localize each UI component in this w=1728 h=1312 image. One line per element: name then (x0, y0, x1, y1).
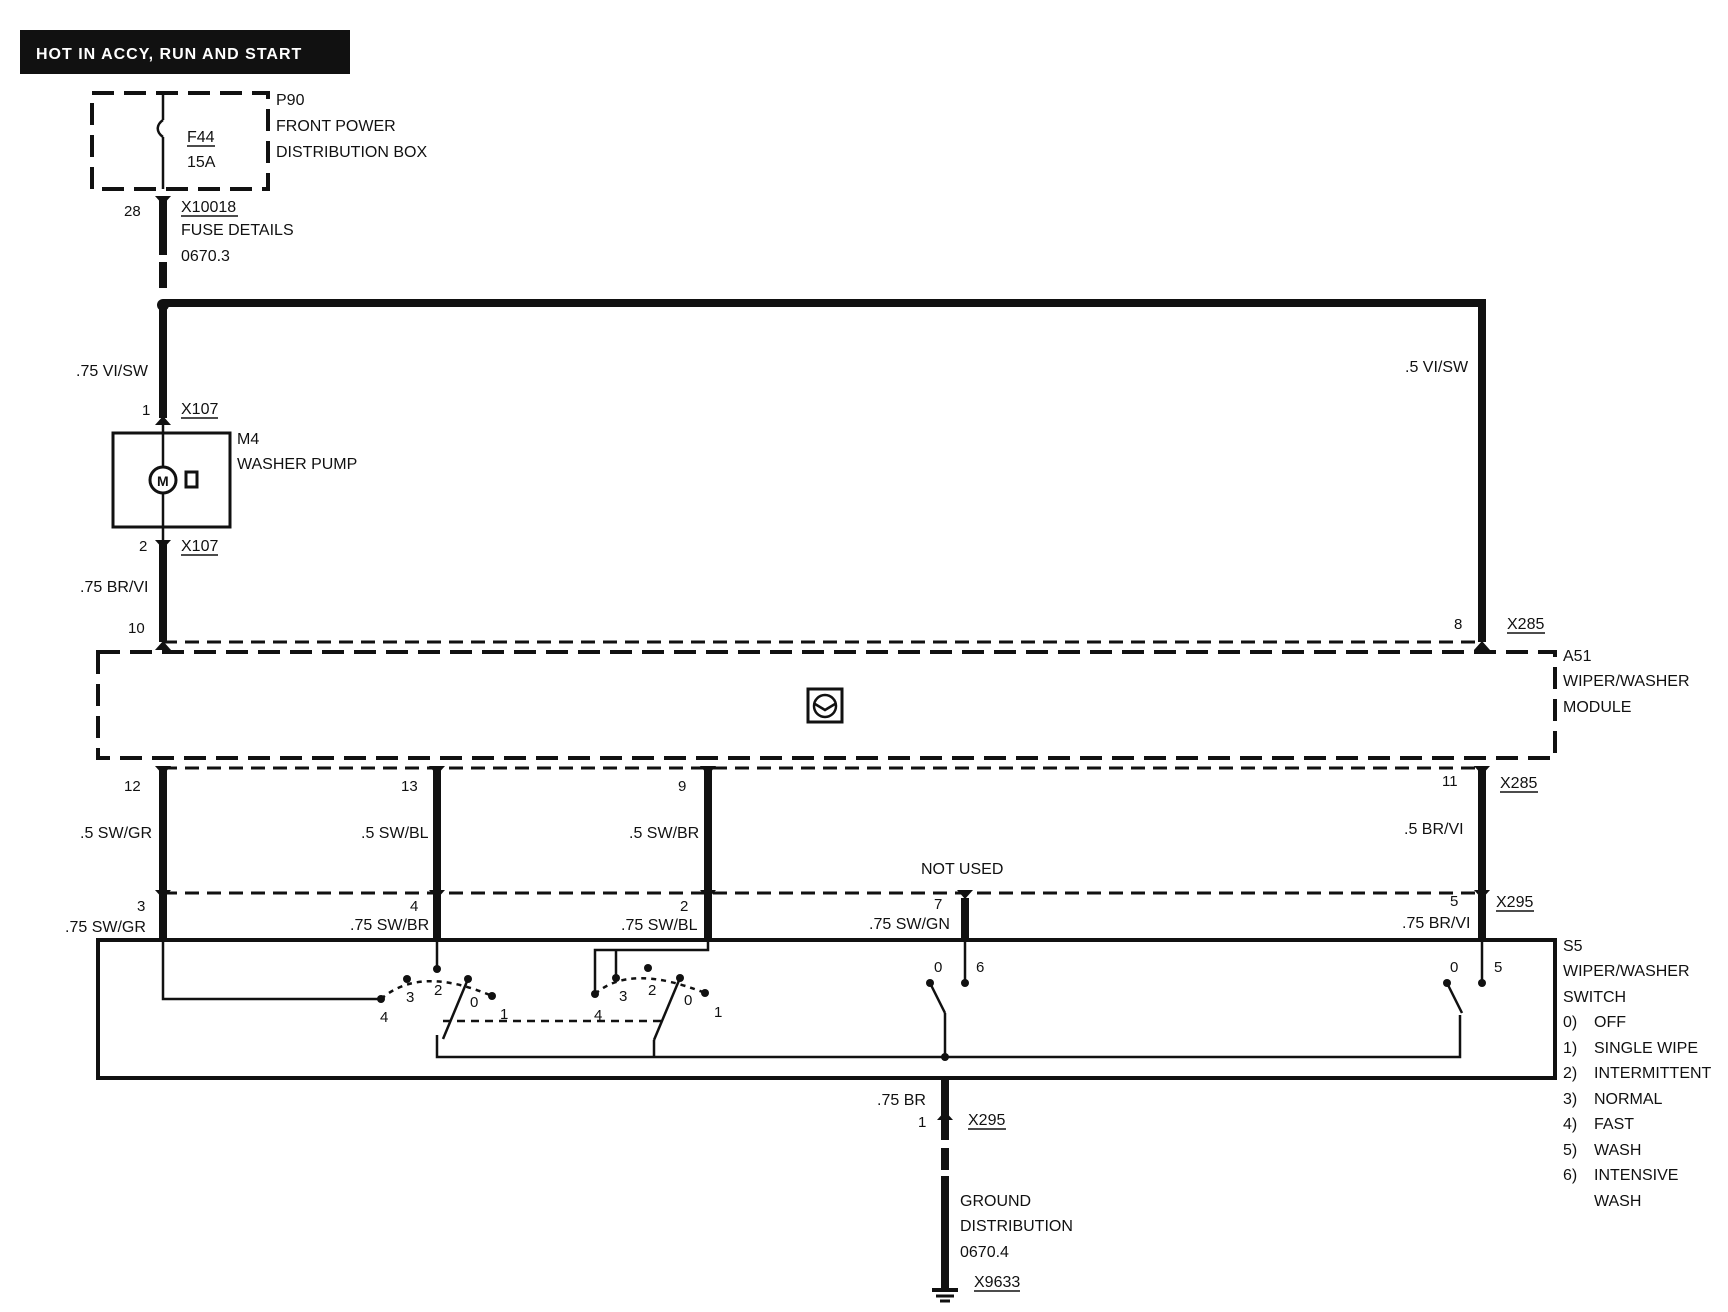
fuse-rating: 15A (187, 154, 216, 171)
a51-id: A51 (1563, 648, 1592, 665)
a51-pin-8: 8 (1454, 616, 1462, 633)
legend-num-1: 1) (1563, 1040, 1577, 1057)
s5-id: S5 (1563, 938, 1583, 955)
legend-text-3: NORMAL (1594, 1091, 1663, 1108)
sw2-pos-3: 3 (619, 988, 627, 1005)
x295-pin-5: 5 (1450, 893, 1458, 910)
sw2-pos-0: 0 (684, 992, 692, 1009)
m4-name: WASHER PUMP (237, 456, 357, 473)
sw1-pos-4: 4 (380, 1009, 388, 1026)
x107-bottom-pin-2: 2 (139, 538, 147, 555)
wire-label-br-vi-pump: .75 BR/VI (80, 579, 148, 596)
fuse-id: F44 (187, 129, 215, 146)
x295-pin-3: 3 (137, 898, 145, 915)
not-used-label: NOT USED (921, 861, 1003, 878)
header-title: HOT IN ACCY, RUN AND START (36, 46, 302, 63)
p90-name-line1: FRONT POWER (276, 118, 396, 135)
x107-bottom-label: X107 (181, 538, 218, 555)
x295-pin-2: 2 (680, 898, 688, 915)
wire-label-sw-gn-bottom: .75 SW/GN (869, 916, 950, 933)
s5-name-line1: WIPER/WASHER (1563, 963, 1690, 980)
legend-text-5: WASH (1594, 1142, 1641, 1159)
x285-bottom-label: X285 (1500, 775, 1537, 792)
x10018-pin-28: 28 (124, 203, 141, 220)
s5-name-line2: SWITCH (1563, 989, 1626, 1006)
p90-id: P90 (276, 92, 305, 109)
legend-num-3: 3) (1563, 1091, 1577, 1108)
fuse-details-ref-line2: 0670.3 (181, 248, 230, 265)
sw3-pos-0: 0 (934, 959, 942, 976)
legend-text-2: INTERMITTENT (1594, 1065, 1712, 1082)
a51-pin-12: 12 (124, 778, 141, 795)
a51-pin-9: 9 (678, 778, 686, 795)
legend-text-1: SINGLE WIPE (1594, 1040, 1698, 1057)
wire-label-sw-gr-bottom: .75 SW/GR (65, 919, 146, 936)
fuse-details-ref-line1: FUSE DETAILS (181, 222, 294, 239)
ground-circuit: .75 BR 1 X295 GROUND DISTRIBUTION 0670.4… (877, 1078, 1073, 1303)
ground-distribution-line2: DISTRIBUTION (960, 1218, 1073, 1235)
m4-washer-pump: 1 X107 M M4 WASHER PUMP 2 X107 (111, 401, 357, 556)
wire-label-vi-sw-left: .75 VI/SW (76, 363, 149, 380)
sw1-pos-1: 1 (500, 1006, 508, 1023)
header-banner: HOT IN ACCY, RUN AND START (20, 30, 350, 74)
x295-ground-label: X295 (968, 1112, 1005, 1129)
s5-wiper-washer-switch: 4 3 2 0 1 4 3 2 0 1 0 6 0 (96, 938, 1712, 1210)
x295-pin-7: 7 (934, 896, 942, 913)
wire-label-sw-bl-bottom: .75 SW/BL (621, 917, 698, 934)
legend-num-2: 2) (1563, 1065, 1577, 1082)
a51-pin-10: 10 (128, 620, 145, 637)
p90-name-line2: DISTRIBUTION BOX (276, 144, 427, 161)
a51-name-line2: MODULE (1563, 699, 1631, 716)
switch-legend: 0) OFF 1) SINGLE WIPE 2) INTERMITTENT 3)… (1563, 1014, 1712, 1210)
x10018-label: X10018 (181, 199, 236, 216)
x295-pin-4: 4 (410, 898, 418, 915)
a51-name-line1: WIPER/WASHER (1563, 673, 1690, 690)
a51-pin-11: 11 (1442, 773, 1458, 790)
ground-distribution-line3: 0670.4 (960, 1244, 1009, 1261)
sw3-pos-6: 6 (976, 959, 984, 976)
legend-num-6: 6) (1563, 1167, 1577, 1184)
sw4-pos-0: 0 (1450, 959, 1458, 976)
wire-label-br-vi-bottom: .75 BR/VI (1402, 915, 1470, 932)
wire-label-br-vi-top: .5 BR/VI (1404, 821, 1464, 838)
wire-label-sw-br-bottom: .75 SW/BR (350, 917, 429, 934)
x295-connector-row: NOT USED 3 4 2 7 5 X295 (137, 861, 1534, 915)
sw1-pos-3: 3 (406, 989, 414, 1006)
wire-label-sw-gr-top: .5 SW/GR (80, 825, 152, 842)
legend-text-7: WASH (1594, 1193, 1641, 1210)
sw1-pos-2: 2 (434, 982, 442, 999)
wire-label-sw-br-top: .5 SW/BR (629, 825, 699, 842)
x285-top-label: X285 (1507, 616, 1544, 633)
legend-num-0: 0) (1563, 1014, 1577, 1031)
x107-top-label: X107 (181, 401, 218, 418)
m4-id: M4 (237, 431, 259, 448)
legend-text-0: OFF (1594, 1014, 1626, 1031)
sw2-pos-4: 4 (594, 1007, 602, 1024)
sw4-pos-5: 5 (1494, 959, 1502, 976)
wire-label-sw-bl-top: .5 SW/BL (361, 825, 429, 842)
sw2-pos-2: 2 (648, 982, 656, 999)
motor-letter: M (157, 473, 169, 489)
legend-num-5: 5) (1563, 1142, 1577, 1159)
sw1-pos-0: 0 (470, 994, 478, 1011)
p90-power-distribution-box: F44 15A P90 FRONT POWER DISTRIBUTION BOX (90, 91, 427, 191)
legend-text-6: INTENSIVE (1594, 1167, 1678, 1184)
x10018-connector: 28 X10018 FUSE DETAILS 0670.3 (124, 199, 294, 265)
x295-ground-pin-1: 1 (918, 1114, 926, 1131)
legend-text-4: FAST (1594, 1116, 1634, 1133)
x107-top-pin-1: 1 (142, 402, 150, 419)
wire-label-br-ground: .75 BR (877, 1092, 926, 1109)
sw2-pos-1: 1 (714, 1004, 722, 1021)
legend-num-4: 4) (1563, 1116, 1577, 1133)
wire-label-vi-sw-right: .5 VI/SW (1405, 359, 1469, 376)
ground-point-label: X9633 (974, 1274, 1020, 1291)
connector-marks (155, 196, 1490, 1120)
x295-top-label: X295 (1496, 894, 1533, 911)
ground-distribution-line1: GROUND (960, 1193, 1031, 1210)
a51-pin-13: 13 (401, 778, 418, 795)
a51-wiper-washer-module: 10 8 X285 A51 WIPER/WASHER MODULE 12 13 … (96, 616, 1690, 795)
